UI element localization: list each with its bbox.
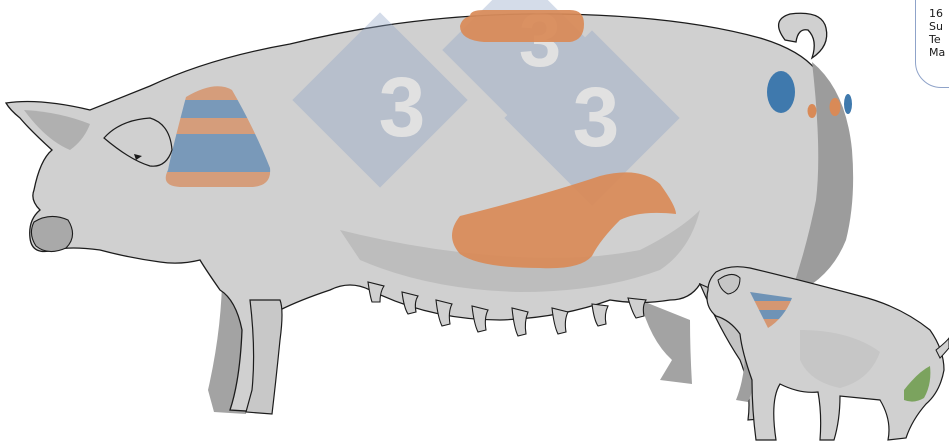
piglet-tail xyxy=(936,338,949,358)
watermark-glyph-left: 3 xyxy=(379,60,426,154)
zone-back xyxy=(460,10,584,42)
legend-line-3: Te xyxy=(929,33,949,46)
legend-line-4: Ma xyxy=(929,46,949,59)
zone-rump-small-2 xyxy=(830,98,841,116)
sow-snout xyxy=(31,216,72,251)
piglet xyxy=(707,267,949,440)
legend-box: 16 Su Te Ma xyxy=(915,0,949,88)
legend-line-1: 16 xyxy=(929,7,949,20)
watermark-glyph-right: 3 xyxy=(573,70,620,164)
zone-rump-edge xyxy=(844,94,852,114)
zone-rump-small xyxy=(808,104,817,118)
legend-line-2: Su xyxy=(929,20,949,33)
zone-rump-large xyxy=(767,71,795,113)
